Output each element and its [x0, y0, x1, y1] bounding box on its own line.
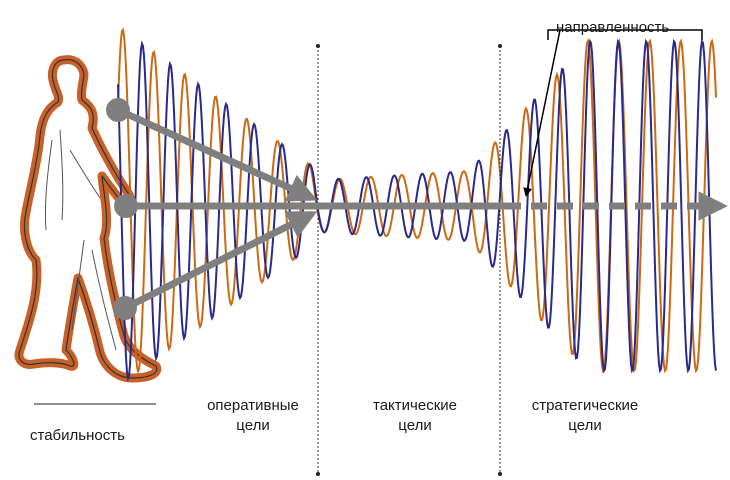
- label-tactical: тактические цели: [352, 396, 478, 436]
- wave-blue: [117, 38, 717, 383]
- label-strategic-line1: стратегические: [531, 397, 639, 414]
- arrow-origin-middle: [114, 194, 138, 218]
- label-operational-line2: цели: [236, 417, 270, 434]
- arrow-origin-upper: [106, 98, 130, 122]
- arrow-origin-lower: [113, 296, 137, 320]
- goal-arrows: [106, 98, 728, 320]
- section-dividers: [316, 44, 502, 476]
- label-tactical-line1: тактические: [373, 397, 457, 414]
- direction-callout: [523, 29, 703, 197]
- label-operational-line1: оперативные: [207, 397, 299, 414]
- callout-bracket: [547, 29, 703, 40]
- label-operational: оперативные цели: [190, 396, 316, 436]
- callout-pointer: [523, 29, 561, 197]
- label-direction: направленность: [556, 19, 670, 36]
- label-tactical-line2: цели: [398, 417, 432, 434]
- arrow-lower: [123, 210, 318, 312]
- label-stability: стабильность: [30, 427, 125, 444]
- label-strategic: стратегические цели: [510, 396, 660, 436]
- arrow-upper: [116, 106, 318, 202]
- walking-person-icon: [14, 55, 162, 383]
- oscillation-waves: [117, 27, 717, 383]
- label-strategic-line2: цели: [568, 417, 602, 434]
